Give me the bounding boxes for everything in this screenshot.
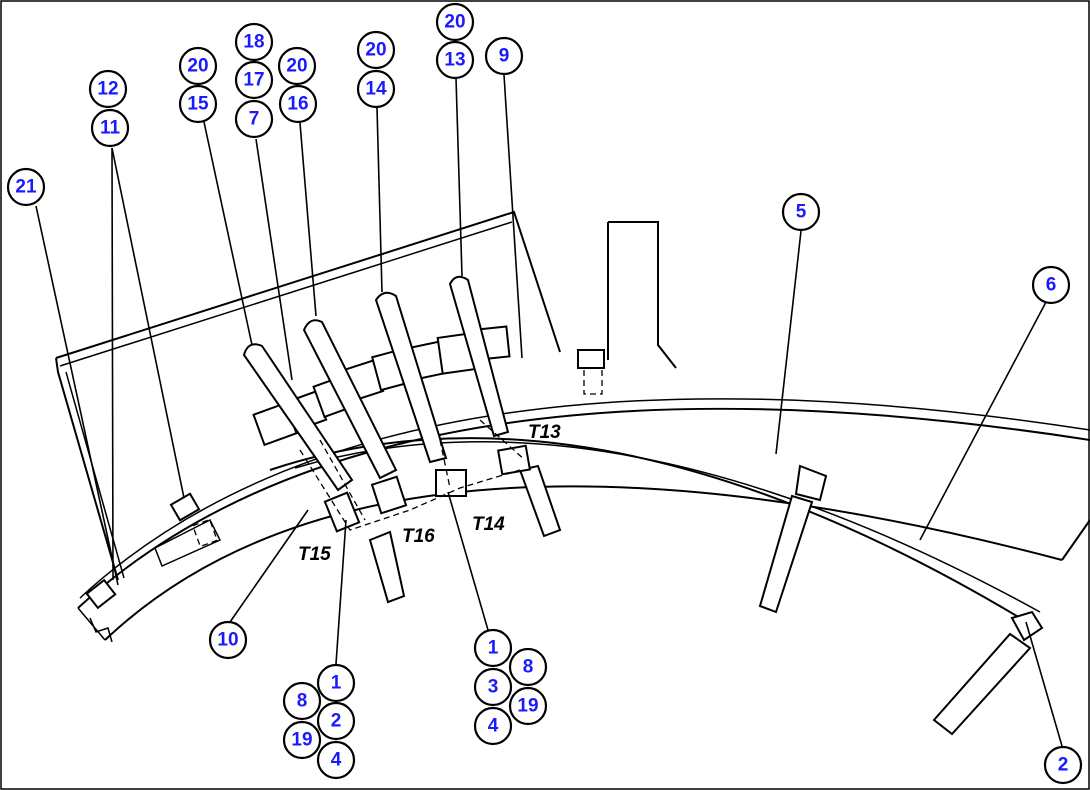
tube-hoses xyxy=(242,275,562,604)
tube-label-t15: T15 xyxy=(298,544,331,565)
svg-text:19: 19 xyxy=(291,730,312,751)
svg-text:3: 3 xyxy=(488,677,499,698)
callout-20-d: 20 xyxy=(435,2,475,42)
svg-text:4: 4 xyxy=(331,750,342,771)
callout-20-b: 20 xyxy=(277,46,317,86)
callout-15: 15 xyxy=(178,84,218,124)
svg-text:20: 20 xyxy=(365,40,386,61)
callout-9: 9 xyxy=(484,36,524,76)
leader-lines xyxy=(35,74,1063,747)
svg-text:21: 21 xyxy=(15,177,37,198)
svg-text:2: 2 xyxy=(1058,755,1069,776)
svg-text:9: 9 xyxy=(499,46,510,67)
svg-text:14: 14 xyxy=(365,79,387,100)
callout-20-a: 20 xyxy=(178,46,218,86)
curved-frame xyxy=(77,398,1090,643)
callout-2-a: 2 xyxy=(1043,745,1083,785)
callout-19-b: 19 xyxy=(508,686,548,726)
svg-text:7: 7 xyxy=(249,109,260,130)
frame-bolts xyxy=(85,349,605,610)
tube-label-t16: T16 xyxy=(402,526,435,547)
tube-label-t14: T14 xyxy=(472,514,505,535)
callout-13: 13 xyxy=(435,40,475,80)
svg-text:5: 5 xyxy=(796,202,807,223)
callout-8-a: 8 xyxy=(282,681,322,721)
callout-8-b: 8 xyxy=(508,647,548,687)
callout-14: 14 xyxy=(356,69,396,109)
svg-text:8: 8 xyxy=(297,691,308,712)
svg-text:10: 10 xyxy=(217,630,238,651)
svg-text:8: 8 xyxy=(523,657,534,678)
svg-text:15: 15 xyxy=(187,94,209,115)
svg-text:18: 18 xyxy=(243,32,264,53)
svg-text:1: 1 xyxy=(331,673,342,694)
callout-16: 16 xyxy=(278,84,318,124)
svg-text:20: 20 xyxy=(286,56,307,77)
svg-text:1: 1 xyxy=(488,638,499,659)
svg-text:4: 4 xyxy=(488,716,499,737)
callout-1-b: 1 xyxy=(473,628,513,668)
bracket-tower xyxy=(607,221,677,369)
svg-text:6: 6 xyxy=(1046,275,1057,296)
callout-3: 3 xyxy=(473,667,513,707)
svg-text:11: 11 xyxy=(100,118,121,139)
callout-6: 6 xyxy=(1031,265,1071,305)
callout-10: 10 xyxy=(208,620,248,660)
callout-7: 7 xyxy=(234,99,274,139)
callout-17: 17 xyxy=(234,60,274,100)
callout-11: 11 xyxy=(90,108,130,148)
svg-text:20: 20 xyxy=(187,56,208,77)
callout-21: 21 xyxy=(6,167,46,207)
svg-text:17: 17 xyxy=(243,70,264,91)
callout-1-a: 1 xyxy=(316,663,356,703)
callout-5: 5 xyxy=(781,192,821,232)
callout-20-c: 20 xyxy=(356,30,396,70)
callout-4-b: 4 xyxy=(473,706,513,746)
cylinder-2 xyxy=(932,610,1044,736)
svg-text:2: 2 xyxy=(331,711,342,732)
callout-12: 12 xyxy=(88,69,128,109)
svg-text:12: 12 xyxy=(97,79,118,100)
callout-19-a: 19 xyxy=(282,720,322,760)
callout-2-b: 2 xyxy=(316,701,356,741)
callout-18: 18 xyxy=(234,22,274,62)
mounting-plate xyxy=(55,210,561,581)
svg-text:16: 16 xyxy=(287,94,308,115)
tube-label-t13: T13 xyxy=(528,422,561,443)
callout-4-a: 4 xyxy=(316,740,356,780)
cylinder-5 xyxy=(758,464,828,614)
svg-text:19: 19 xyxy=(517,696,538,717)
svg-text:20: 20 xyxy=(444,12,465,33)
svg-text:13: 13 xyxy=(444,50,465,71)
